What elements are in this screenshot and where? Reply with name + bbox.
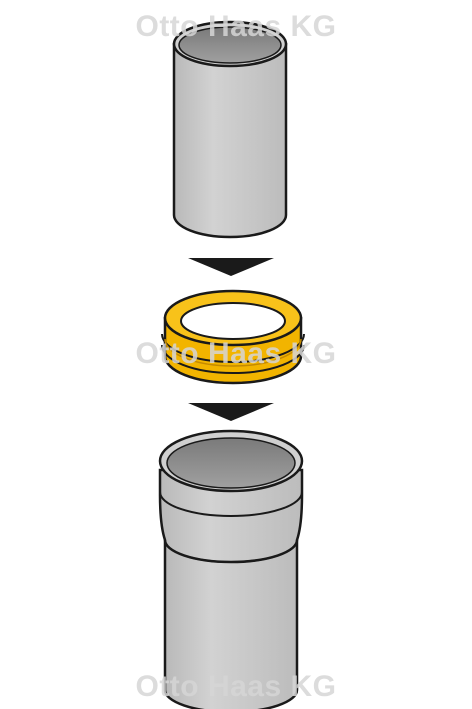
- pipe-spigot-opening: [178, 26, 282, 64]
- sealing-ring: [161, 289, 305, 385]
- pipe-spigot: [172, 20, 288, 239]
- pipe-socket-opening: [166, 437, 296, 489]
- pipe-spigot-body: [172, 42, 288, 239]
- pipe-socket-collar-line: [159, 491, 303, 517]
- sealing-ring-lip-1: [161, 333, 305, 363]
- sealing-ring-lip-2: [161, 344, 305, 374]
- arrow-down-icon: [188, 258, 274, 276]
- pipe-socket-neck-line: [164, 539, 298, 563]
- sealing-ring-groove: [164, 338, 302, 367]
- pipe-socket: [158, 429, 304, 709]
- sealing-ring-hole: [180, 302, 286, 340]
- arrow-down-icon: [188, 403, 274, 421]
